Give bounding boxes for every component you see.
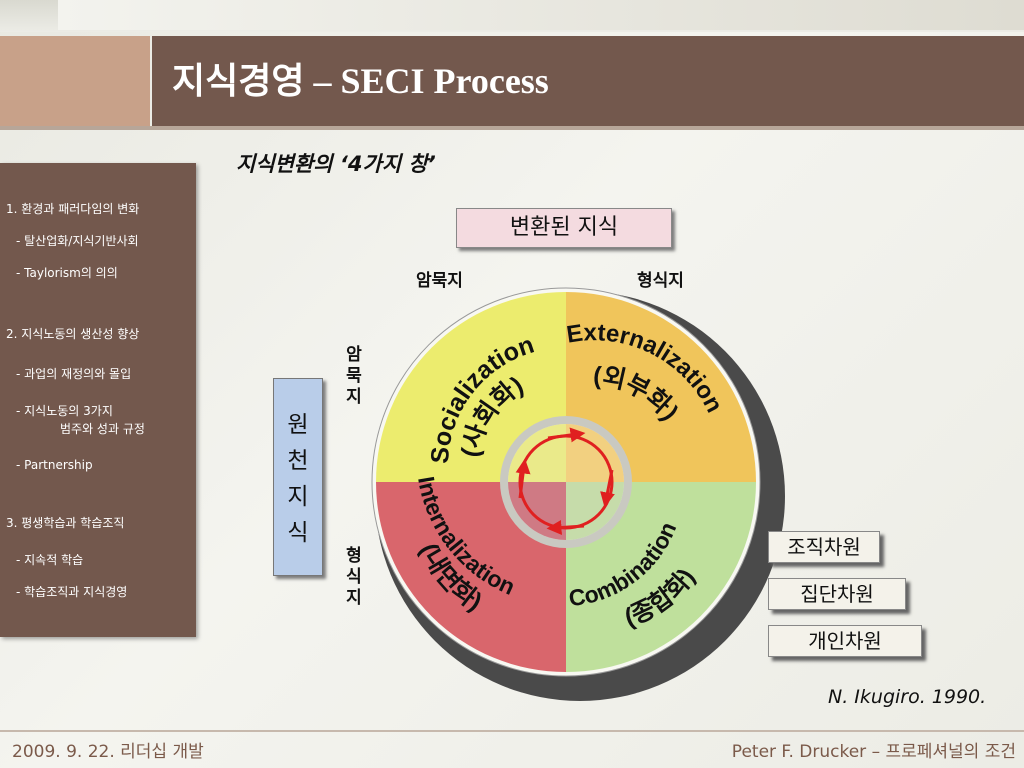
cycle-ring [518,434,614,530]
sidebar-item-3[interactable]: 3. 평생학습과 학습조직 [6,516,125,530]
sidebar-item-1-2[interactable]: - Taylorism의 의의 [16,266,118,280]
top-decor-box [58,0,1024,30]
title-underline [0,126,1024,130]
cycle-arrow-1-icon [547,427,586,443]
externalization-label: Externalization [565,319,728,417]
title-bar [152,36,1024,126]
sidebar-item-2-2[interactable]: - 지식노동의 3가지 [16,404,113,418]
diagram-subtitle: 지식변환의 ‘4가지 창’ [236,152,436,176]
hub-externalization [566,424,624,482]
combination-label: Combination [567,518,681,611]
outer-rim [371,287,761,677]
level-group-box: 집단차원 [768,578,906,610]
sidebar-item-3-1[interactable]: - 지속적 학습 [16,553,84,567]
sidebar-item-1[interactable]: 1. 환경과 패러다임의 변화 [6,202,140,216]
cycle-arrow-3-icon [546,520,585,535]
level-organization-box: 조직차원 [768,531,880,563]
footer-date: 2009. 9. 22. 리더십 개발 [12,742,204,762]
footer-source: Peter F. Drucker – 프로페셔널의 조건 [731,742,1016,762]
cycle-arrow-4-icon [515,458,531,499]
sidebar-item-3-2[interactable]: - 학습조직과 지식경영 [16,585,128,599]
socialization-ko-label: (사회화) [456,371,528,459]
internalization-ko-label: (내면화) [414,539,486,616]
sidebar-item-2-3[interactable]: - Partnership [16,458,93,472]
tacit-top-label: 암묵지 [416,271,463,291]
sidebar-item-2-2-cont[interactable]: 범주와 성과 규정 [60,422,145,436]
hub-combination [566,482,624,540]
sidebar: 1. 환경과 패러다임의 변화 - 탈산업화/지식기반사회 - Tayloris… [0,163,196,637]
internalization-label: Internalization [413,474,519,599]
hub-internalization [508,482,566,540]
sidebar-item-2-1[interactable]: - 과업의 재정의와 몰입 [16,367,132,381]
inner-hub [508,424,624,540]
outer-shadow-ring [375,291,785,701]
transformed-knowledge-box: 변환된 지식 [456,208,672,248]
cycle-arrow-2-icon [600,469,615,508]
combination-ko-label: (종합화) [621,564,700,632]
inner-hub-rim [500,416,632,548]
quadrant-socialization [376,292,566,482]
sidebar-item-1-1[interactable]: - 탈산업화/지식기반사회 [16,234,139,248]
sidebar-item-2[interactable]: 2. 지식노동의 생산성 향상 [6,327,140,341]
quadrant-externalization [566,292,756,482]
socialization-label: Socialization [426,330,538,464]
quadrant-combination [566,482,756,672]
level-individual-box: 개인차원 [768,625,922,657]
quadrant-internalization [376,482,566,672]
slide-title: 지식경영 – SECI Process [172,61,549,101]
explicit-top-label: 형식지 [637,271,684,291]
title-accent [0,36,150,126]
footer-divider [0,730,1024,732]
source-credit: N. Ikugiro. 1990. [828,686,987,708]
hub-socialization [508,424,566,482]
externalization-ko-label: (외부화) [593,362,684,426]
